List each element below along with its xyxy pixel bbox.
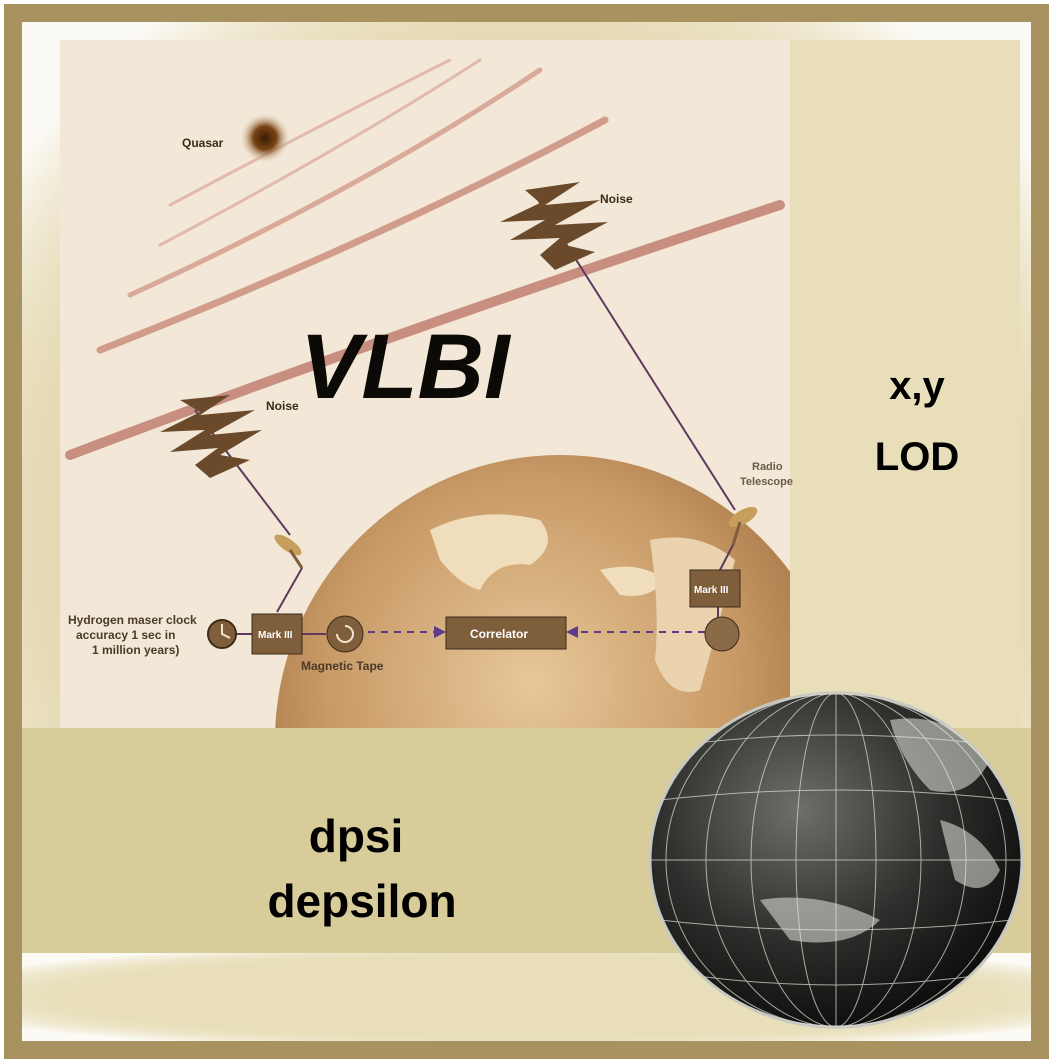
magnetic-tape-right-icon	[704, 616, 740, 652]
right-panel	[780, 40, 1020, 730]
radio-telescope-right-icon	[728, 506, 758, 546]
noise-label-left: Noise	[266, 399, 299, 413]
quasar-label: Quasar	[182, 136, 224, 150]
magnetic-tape-icon	[326, 615, 364, 653]
right-label-lod: LOD	[875, 435, 959, 479]
earth-continent	[430, 514, 548, 590]
correlator-label: Correlator	[470, 627, 528, 641]
arrow-head-icon	[434, 626, 446, 638]
mark3-box-right	[689, 569, 741, 608]
bottom-label-depsilon: depsilon	[267, 875, 456, 927]
noise-burst-right-icon	[500, 182, 608, 270]
noise-label-right: Noise	[600, 192, 633, 206]
clock-label: 1 million years)	[92, 643, 179, 657]
bottom-label-dpsi: dpsi	[309, 810, 404, 862]
arrow-head-icon	[566, 626, 578, 638]
connector-lines	[232, 544, 734, 635]
quasar-icon	[239, 112, 291, 164]
mark3-label-right: Mark III	[694, 585, 729, 596]
radio-telescope-left-icon	[274, 534, 304, 569]
magnetic-tape-label: Magnetic Tape	[301, 659, 384, 673]
mark3-label-left: Mark III	[258, 630, 293, 641]
slide-title: VLBI	[300, 316, 512, 418]
tape-spiral	[336, 625, 354, 643]
right-label-xy: x,y	[889, 364, 945, 408]
signal-arcs	[65, 58, 785, 460]
noise-burst-left-icon	[160, 395, 262, 478]
correlator-box	[445, 616, 567, 650]
mark3-box-left	[251, 613, 303, 655]
radio-telescope-label: Radio	[752, 461, 783, 473]
clock-label: Hydrogen maser clock	[68, 613, 197, 627]
radio-telescope-label: Telescope	[740, 476, 793, 488]
clock-hands	[221, 624, 231, 639]
globe-icon	[648, 691, 1024, 1029]
earth-continent	[600, 566, 665, 596]
clock-label: accuracy 1 sec in	[76, 628, 175, 642]
